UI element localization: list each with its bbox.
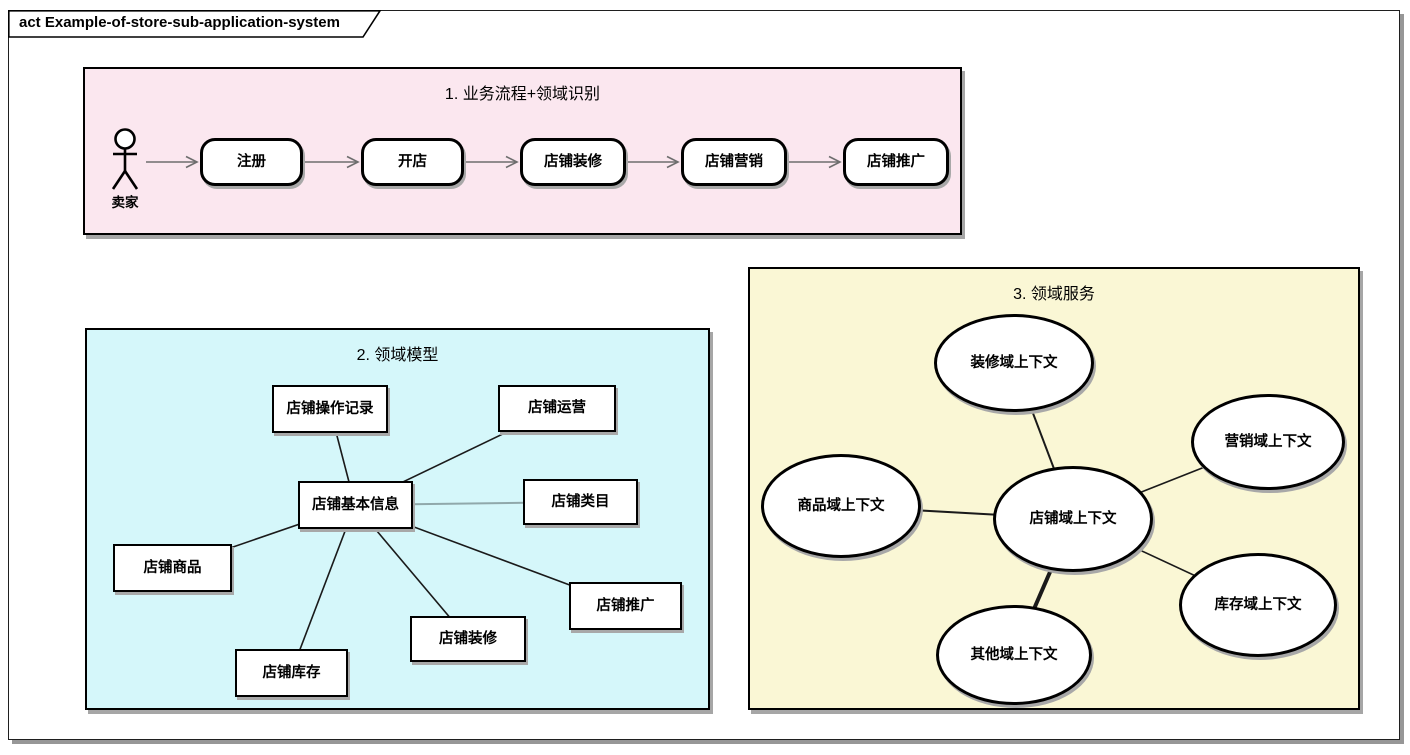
entity-node[interactable]: 店铺基本信息	[298, 481, 413, 529]
entity-node[interactable]: 店铺商品	[113, 544, 232, 592]
section-services-title: 3. 领域服务	[1013, 286, 1095, 303]
activity-node[interactable]: 开店	[361, 138, 464, 186]
entity-node[interactable]: 店铺装修	[410, 616, 526, 662]
entity-node[interactable]: 店铺操作记录	[272, 385, 388, 433]
activity-node[interactable]: 店铺推广	[843, 138, 949, 186]
context-ellipse[interactable]: 装修域上下文	[934, 314, 1094, 412]
actor-label: 卖家	[111, 195, 139, 210]
activity-node[interactable]: 注册	[200, 138, 303, 186]
context-ellipse[interactable]: 商品域上下文	[761, 454, 921, 558]
frame-tab-title: act Example-of-store-sub-application-sys…	[19, 14, 340, 31]
frame-tab	[8, 10, 382, 38]
section-process-title: 1. 业务流程+领域识别	[444, 86, 601, 103]
entity-node[interactable]: 店铺推广	[569, 582, 682, 630]
activity-node[interactable]: 店铺营销	[681, 138, 787, 186]
context-ellipse[interactable]: 其他域上下文	[936, 605, 1092, 705]
entity-node[interactable]: 店铺库存	[235, 649, 348, 697]
entity-node[interactable]: 店铺运营	[498, 385, 616, 432]
section-model-title: 2. 领域模型	[356, 347, 439, 364]
frame-tab-shape	[8, 10, 382, 38]
context-ellipse[interactable]: 库存域上下文	[1179, 553, 1337, 657]
entity-node[interactable]: 店铺类目	[523, 479, 638, 525]
activity-node[interactable]: 店铺装修	[520, 138, 626, 186]
context-ellipse[interactable]: 店铺域上下文	[993, 466, 1153, 572]
context-ellipse[interactable]: 营销域上下文	[1191, 394, 1345, 490]
